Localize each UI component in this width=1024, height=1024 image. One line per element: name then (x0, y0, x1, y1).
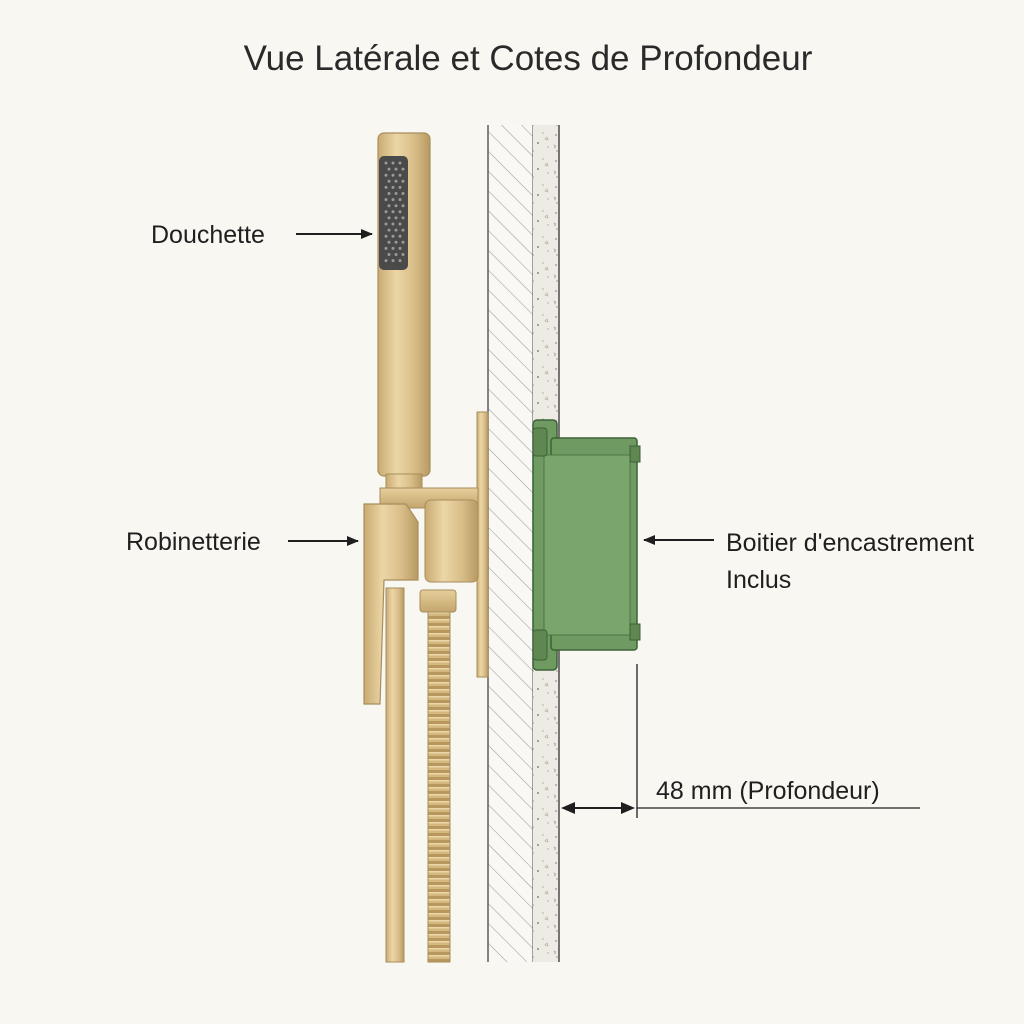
nozzle-dot (398, 198, 402, 202)
nozzle-dot (387, 179, 391, 183)
nozzle-dot (384, 259, 388, 263)
ribbed-hose (419, 589, 457, 963)
label-douchette: Douchette (151, 221, 265, 249)
nozzle-dot (391, 234, 395, 238)
smooth-hose (385, 587, 405, 963)
nozzle-dot (384, 161, 388, 165)
nozzle-dot (387, 228, 391, 232)
nozzle-dot (387, 216, 391, 220)
recessed-box (532, 419, 641, 671)
nozzle-dot (384, 198, 388, 202)
nozzle-dot (391, 246, 395, 250)
nozzle-dot (394, 240, 398, 244)
nozzle-dot (391, 210, 395, 214)
nozzle-dot (384, 234, 388, 238)
diagram-title: Vue Latérale et Cotes de Profondeur (244, 39, 813, 78)
nozzle-dot (401, 179, 405, 183)
dimension-arrow-left-icon (561, 802, 575, 814)
nozzle-dot (401, 192, 405, 195)
nozzle-dot (387, 240, 391, 244)
nozzle-dot (391, 222, 395, 226)
label-boitier-line1: Boitier d'encastrement (726, 529, 974, 557)
mixer-lever (363, 503, 419, 705)
nozzle-dot (384, 185, 388, 189)
nozzle-dot (384, 222, 388, 226)
nozzle-dot (398, 234, 402, 238)
nozzle-dot (391, 185, 395, 189)
nozzle-dot (401, 216, 405, 220)
nozzle-dot (398, 246, 402, 250)
dimension-arrow-right-icon (621, 802, 635, 814)
nozzle-dot (394, 253, 398, 256)
nozzle-dot (384, 246, 388, 250)
nozzle-dot (394, 179, 398, 183)
wall-plate (476, 411, 489, 678)
nozzle-dot (387, 192, 391, 195)
nozzle-dot (401, 204, 405, 208)
nozzle-dot (398, 210, 402, 214)
nozzle-dot (394, 167, 398, 171)
nozzle-dot (387, 167, 391, 171)
depth-dimension: 48 mm (Profondeur) (561, 664, 920, 818)
nozzle-dot (384, 210, 388, 214)
nozzle-dot (394, 216, 398, 220)
nozzle-dot (398, 161, 402, 165)
nozzle-dot (401, 228, 405, 232)
mixer (363, 487, 479, 705)
nozzle-dot (401, 253, 405, 256)
nozzle-dot (401, 240, 405, 244)
hand-shower (377, 132, 431, 491)
nozzle-dot (384, 173, 388, 177)
label-boitier-line2: Inclus (726, 566, 791, 594)
nozzle-dot (398, 173, 402, 177)
nozzle-dot (391, 161, 395, 165)
wall-tile-layer (488, 125, 533, 962)
nozzle-dot (398, 259, 402, 263)
label-robinetterie: Robinetterie (126, 528, 261, 556)
dimension-label: 48 mm (Profondeur) (656, 777, 880, 805)
nozzle-dot (394, 204, 398, 208)
nozzle-dot (394, 192, 398, 195)
nozzle-dot (398, 222, 402, 226)
nozzle-dot (391, 259, 395, 263)
nozzle-dot (394, 228, 398, 232)
nozzle-dot (398, 185, 402, 189)
nozzle-dot (401, 167, 405, 171)
nozzle-dot (391, 173, 395, 177)
nozzle-dot (391, 198, 395, 202)
nozzle-dot (387, 204, 391, 208)
nozzle-dot (387, 253, 391, 256)
